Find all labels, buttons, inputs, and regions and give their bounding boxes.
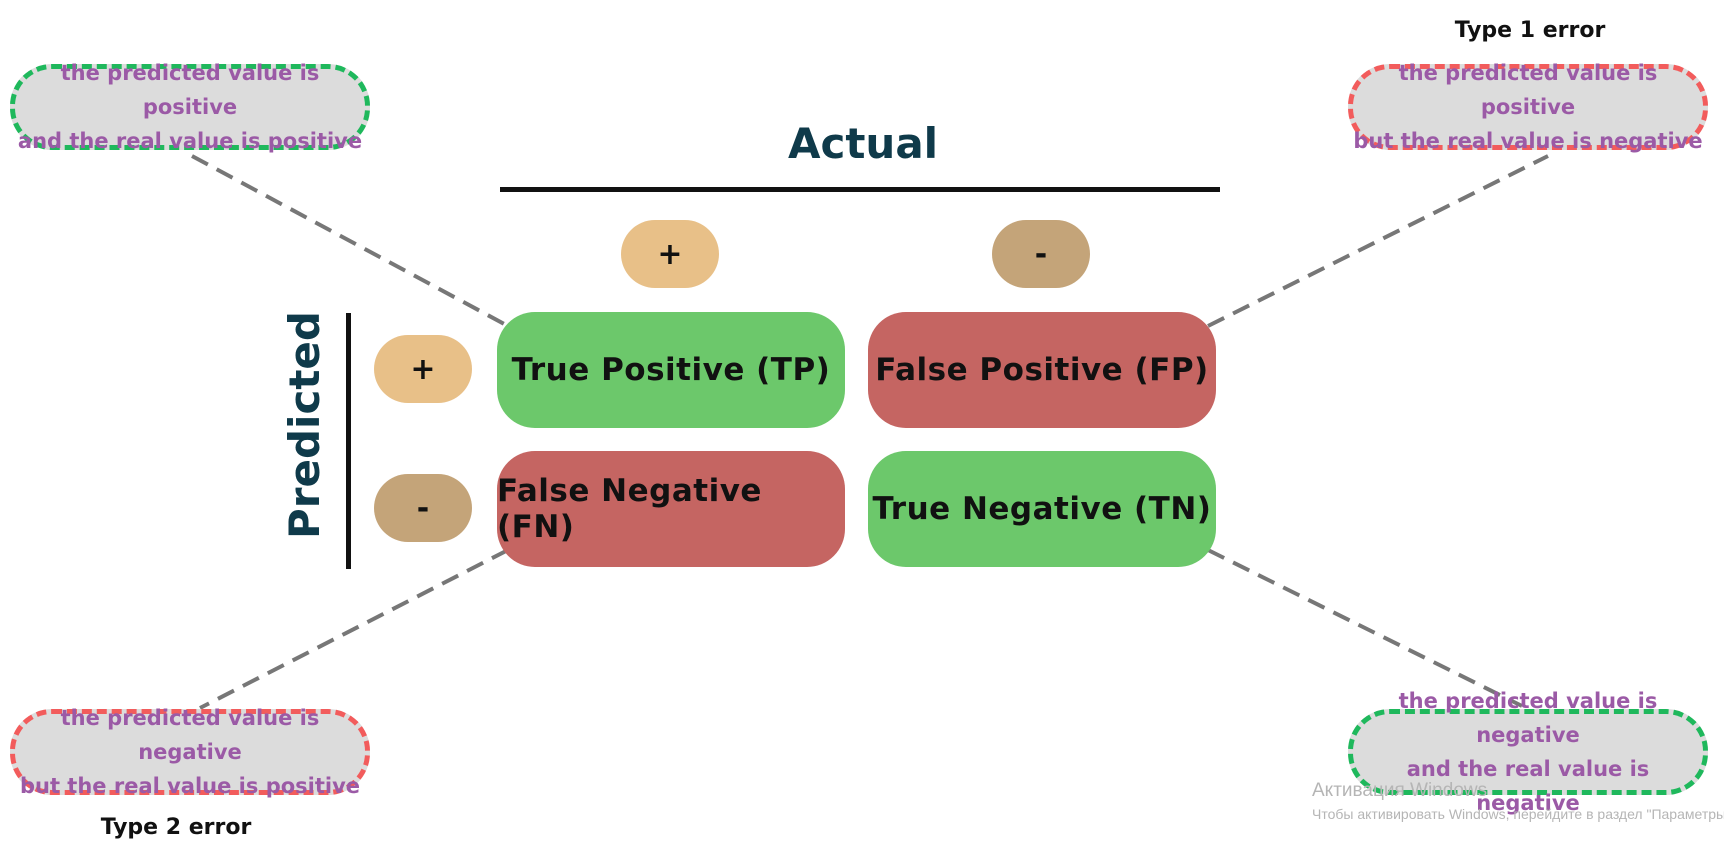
connector-fn — [199, 548, 509, 710]
windows-activation-title: Активация Windows — [1312, 780, 1488, 801]
connector-fp — [1207, 154, 1549, 328]
callout-true-negative: the predicted value is negative and the … — [1348, 689, 1708, 815]
type-1-error-label: Type 1 error — [1454, 18, 1606, 43]
predicted-axis-line — [346, 313, 351, 569]
actual-axis-title: Actual — [787, 119, 939, 168]
callout-line: but the real value is negative — [1353, 129, 1703, 153]
callout-line: the predicted value is positive — [60, 61, 320, 119]
actual-negative-badge: - — [992, 220, 1090, 288]
callout-line: the predicted value is negative — [1398, 689, 1658, 747]
callout-false-negative: the predicted value is negative but the … — [10, 706, 370, 798]
predicted-axis-title: Predicted — [280, 311, 329, 539]
callout-false-positive: the predicted value is positive but the … — [1348, 61, 1708, 153]
false-positive-cell: False Positive (FP) — [868, 312, 1216, 428]
actual-axis-line — [500, 187, 1220, 192]
callout-line: but the real value is positive — [19, 774, 361, 798]
false-negative-cell: False Negative (FN) — [497, 451, 845, 567]
callout-line: the predicted value is negative — [60, 706, 320, 764]
predicted-positive-badge: + — [374, 335, 472, 403]
predicted-negative-badge: - — [374, 474, 472, 542]
true-negative-cell: True Negative (TN) — [868, 451, 1216, 567]
callout-line: and the real value is negative — [1406, 757, 1650, 815]
true-positive-cell: True Positive (TP) — [497, 312, 845, 428]
callout-line: and the real value is positive — [17, 129, 363, 153]
connector-tn — [1207, 548, 1523, 708]
callout-true-positive: the predicted value is positive and the … — [10, 61, 370, 153]
windows-activation-subtitle: Чтобы активировать Windows, перейдите в … — [1312, 806, 1724, 822]
type-2-error-label: Type 2 error — [100, 815, 252, 840]
callout-line: the predicted value is positive — [1398, 61, 1658, 119]
connector-tp — [191, 154, 509, 328]
actual-positive-badge: + — [621, 220, 719, 288]
